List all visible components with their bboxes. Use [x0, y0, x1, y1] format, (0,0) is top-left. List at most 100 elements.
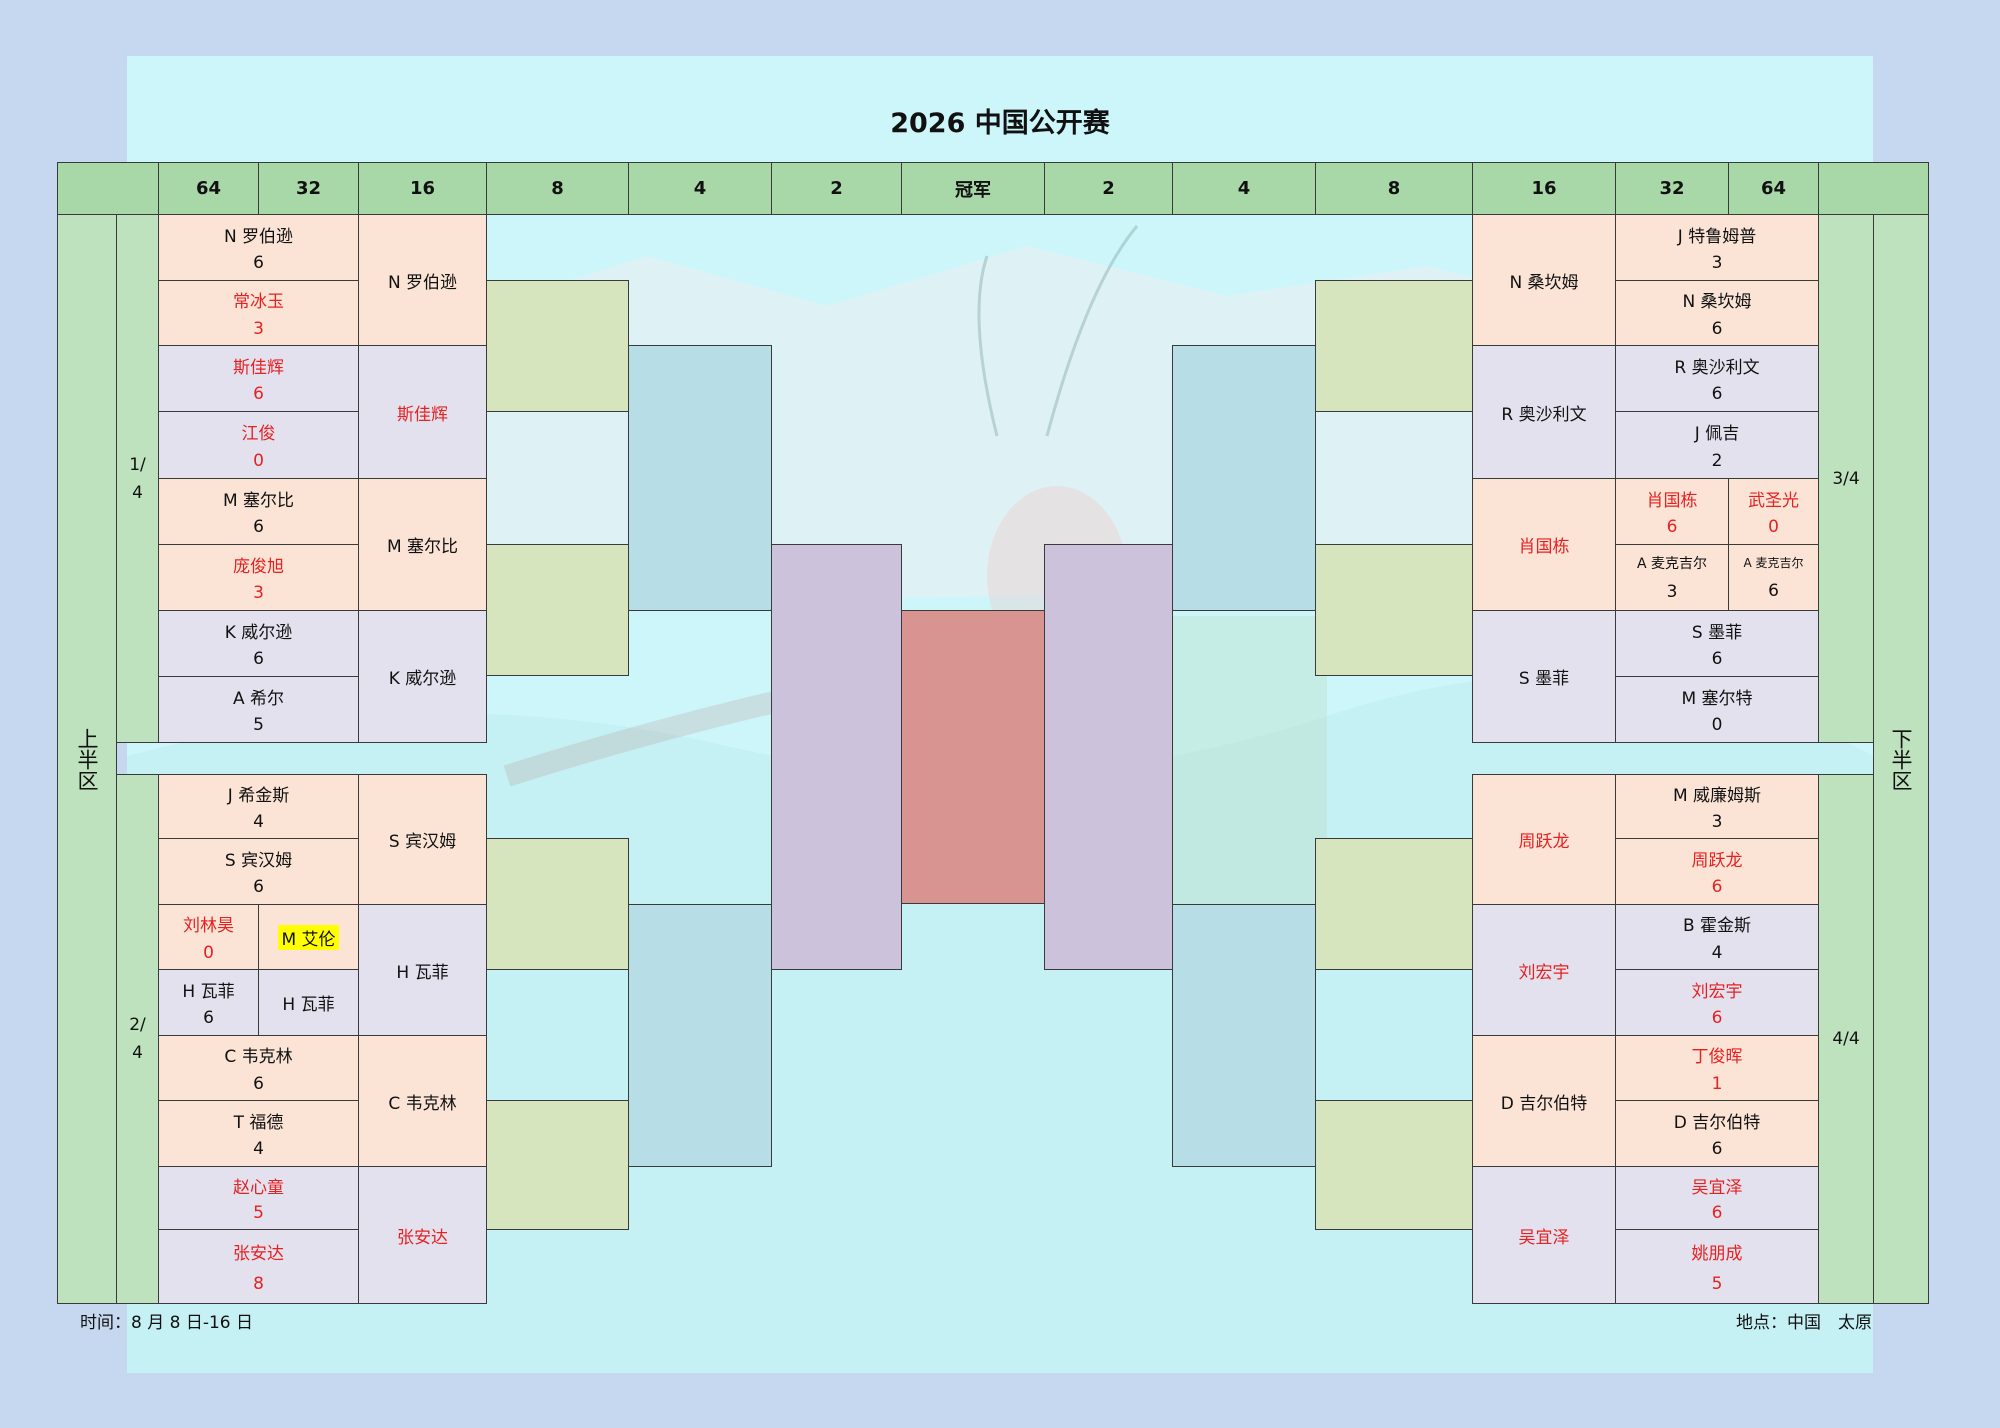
match-slot: H 瓦菲	[258, 969, 359, 1036]
r8-slot-empty	[1315, 1100, 1473, 1230]
header-round-2-right: 2	[1044, 162, 1173, 215]
player-score: 6	[253, 649, 264, 670]
quarter-4-label: 4/4	[1818, 774, 1874, 1304]
player-score: 6	[1711, 318, 1723, 339]
player-score: 4	[253, 1139, 264, 1160]
player-name: 赵心童	[233, 1177, 284, 1198]
player-score: 6	[253, 384, 264, 405]
r16-winner-slot: N 桑坎姆	[1472, 214, 1616, 346]
r16-winner-slot: H 瓦菲	[358, 904, 487, 1036]
r16-winner-slot: R 奥沙利文	[1472, 345, 1616, 479]
match-slot: 丁俊晖 1	[1615, 1035, 1819, 1101]
header-round-32-left: 32	[258, 162, 359, 215]
header-round-16-left: 16	[358, 162, 487, 215]
player-name: J 希金斯	[227, 786, 290, 806]
header-round-8-left: 8	[486, 162, 629, 215]
header-round-64-right: 64	[1728, 162, 1819, 215]
player-name: S 宾汉姆	[224, 850, 293, 871]
r16-winner-slot: S 宾汉姆	[358, 774, 487, 905]
player-score: 5	[253, 1203, 264, 1224]
header-round-4-right: 4	[1172, 162, 1316, 215]
header-champion: 冠军	[901, 162, 1045, 215]
player-score: 3	[253, 318, 264, 339]
player-score: 0	[1768, 517, 1779, 538]
quarter-1-label: 1/4	[116, 214, 159, 743]
header-blank-left	[57, 162, 159, 215]
player-name: 刘宏宇	[1691, 981, 1743, 1002]
player-name: M 塞尔比	[222, 490, 295, 511]
match-slot: 赵心童 5	[158, 1166, 359, 1230]
player-name: 刘林昊	[183, 916, 234, 937]
r16-winner-slot: C 韦克林	[358, 1035, 487, 1167]
r8-slot-empty	[486, 1100, 629, 1230]
player-name: 丁俊晖	[1691, 1047, 1743, 1068]
player-name: 周跃龙	[1691, 850, 1743, 871]
player-name: J 特鲁姆普	[1677, 226, 1757, 247]
top-half-label: 上半区	[57, 214, 117, 1304]
r16-winner-slot: 刘宏宇	[1472, 904, 1616, 1036]
player-score: 6	[1768, 580, 1779, 601]
player-name: N 罗伯逊	[223, 226, 294, 247]
player-name: 肖国栋	[1646, 490, 1698, 511]
player-score: 0	[203, 942, 214, 963]
r16-winner-slot: 斯佳辉	[358, 345, 487, 479]
player-score: 2	[1711, 451, 1723, 471]
player-score: 6	[253, 253, 264, 274]
player-score: 6	[1711, 1203, 1723, 1224]
player-score: 6	[203, 1008, 214, 1029]
r8-slot-empty	[486, 544, 629, 676]
r8-slot-empty	[486, 280, 629, 412]
player-name: D 吉尔伯特	[1673, 1112, 1761, 1133]
player-score: 0	[253, 451, 264, 471]
player-name: 斯佳辉	[233, 357, 284, 378]
match-slot: 刘林昊 0	[158, 904, 259, 970]
player-score: 0	[1711, 715, 1723, 736]
r8-slot-empty	[1315, 544, 1473, 676]
player-name: J 佩吉	[1694, 424, 1740, 444]
player-score: 1	[1711, 1073, 1723, 1094]
header-round-32-right: 32	[1615, 162, 1729, 215]
sf-slot-empty	[1044, 544, 1173, 970]
header-round-8-right: 8	[1315, 162, 1473, 215]
player-name: A 麦克吉尔	[1636, 556, 1708, 573]
player-score: 6	[1711, 649, 1723, 670]
player-name: H 瓦菲	[282, 995, 335, 1015]
r16-winner-slot: 吴宜泽	[1472, 1166, 1616, 1304]
match-slot: N 罗伯逊 6	[158, 214, 359, 281]
bottom-half-label: 下半区	[1873, 214, 1929, 1304]
header-round-4-left: 4	[628, 162, 772, 215]
player-score: 8	[253, 1273, 264, 1294]
tournament-title: 2026 中国公开赛	[890, 108, 1110, 139]
quarter-3-label: 3/4	[1818, 214, 1874, 743]
sf-slot-empty	[771, 544, 902, 970]
player-score: 3	[1711, 812, 1723, 832]
player-score: 6	[1711, 384, 1723, 405]
qf-slot-empty	[628, 345, 772, 611]
event-time: 时间：8 月 8 日-16 日	[80, 1313, 254, 1333]
player-name: 常冰玉	[233, 292, 284, 313]
r16-winner-slot: 周跃龙	[1472, 774, 1616, 905]
player-score: 5	[1711, 1273, 1723, 1294]
player-name: A 希尔	[232, 688, 285, 709]
player-name: 庞俊旭	[233, 556, 284, 577]
event-location: 地点：中国 太原	[1736, 1313, 1872, 1333]
qf-slot-empty	[628, 904, 772, 1167]
